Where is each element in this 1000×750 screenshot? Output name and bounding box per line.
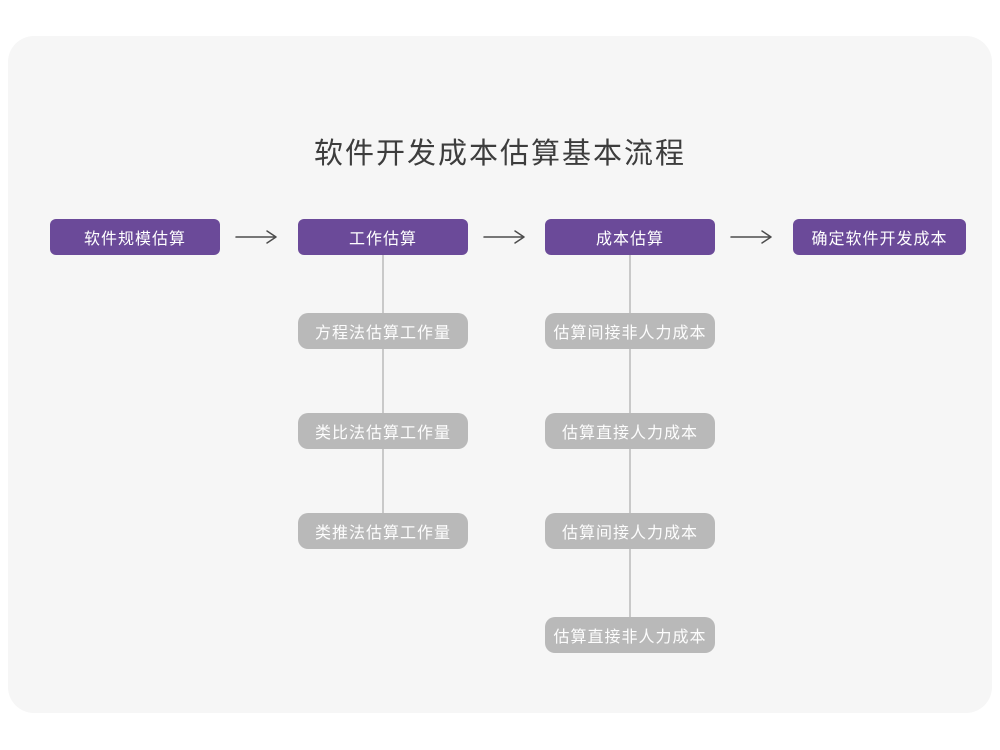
sub-node-analogy-method: 类比法估算工作量	[298, 413, 468, 449]
sub-node-equation-method: 方程法估算工作量	[298, 313, 468, 349]
sub-node-indirect-labor-cost: 估算间接人力成本	[545, 513, 715, 549]
connector-work-column	[382, 255, 384, 515]
diagram-card: 软件开发成本估算基本流程 软件规模估算 工作估算 成本估算 确定软件开发成本 方…	[8, 36, 992, 713]
sub-node-extrapolation-method: 类推法估算工作量	[298, 513, 468, 549]
diagram-title: 软件开发成本估算基本流程	[313, 138, 686, 170]
flow-node-software-scale-estimation: 软件规模估算	[50, 219, 220, 255]
flow-node-work-estimation: 工作估算	[298, 219, 468, 255]
flow-node-cost-estimation: 成本估算	[545, 219, 715, 255]
sub-node-indirect-nonlabor-cost: 估算间接非人力成本	[545, 313, 715, 349]
flow-node-determine-dev-cost: 确定软件开发成本	[793, 219, 966, 255]
arrow-right-icon	[483, 230, 525, 244]
arrow-right-icon	[730, 230, 772, 244]
arrow-right-icon	[235, 230, 277, 244]
sub-node-direct-labor-cost: 估算直接人力成本	[545, 413, 715, 449]
sub-node-direct-nonlabor-cost: 估算直接非人力成本	[545, 617, 715, 653]
